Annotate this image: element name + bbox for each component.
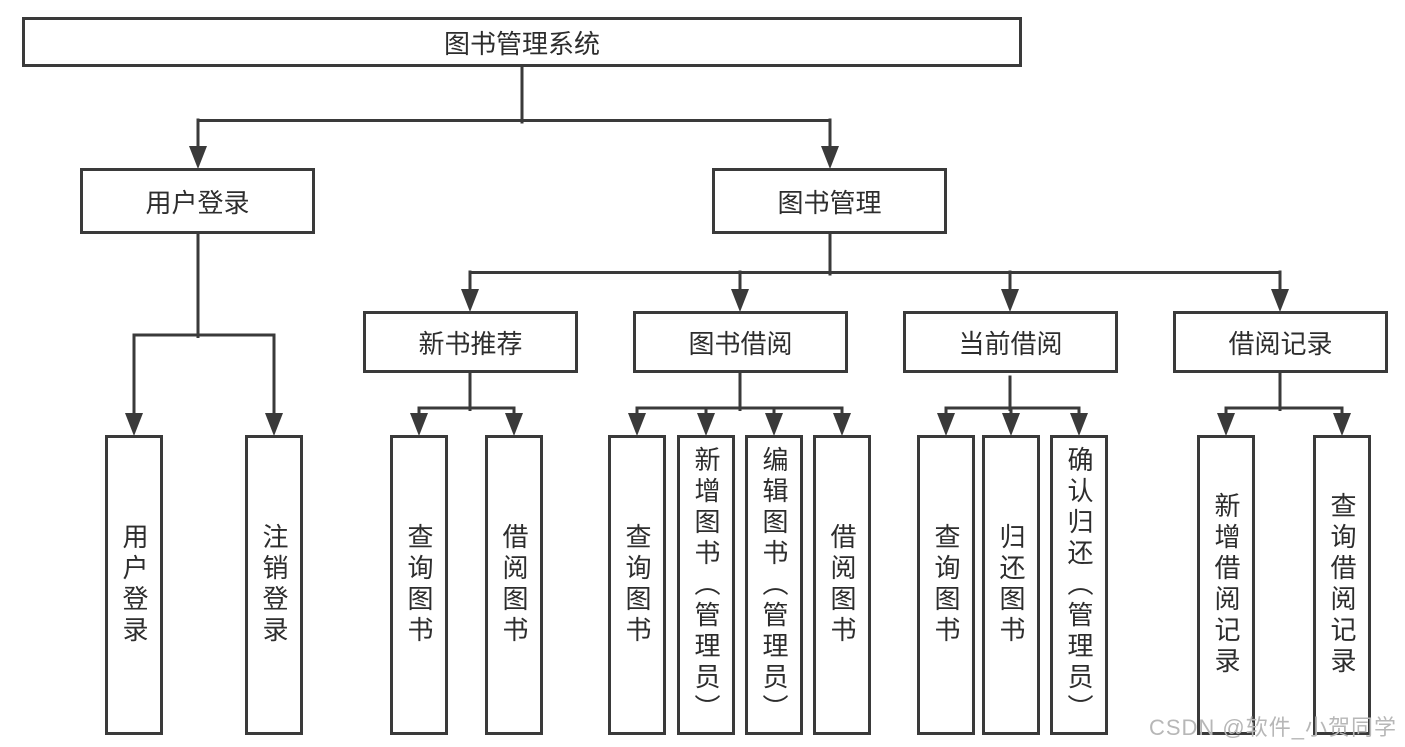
leaf-borrow-edit-admin: 编辑图书（管理员） [745,435,803,735]
node-book-borrow-label: 图书借阅 [688,328,793,359]
leaf-newbooks-query: 查询图书 [390,435,448,735]
leaf-records-query-label: 查询借阅记录 [1327,492,1357,678]
node-new-books-label: 新书推荐 [418,328,523,359]
node-root: 图书管理系统 [22,17,1022,67]
leaf-borrow-borrow: 借阅图书 [813,435,871,735]
leaf-current-return: 归还图书 [982,435,1040,735]
leaf-newbooks-borrow-label: 借阅图书 [499,523,529,647]
node-book-management: 图书管理 [712,168,947,234]
node-user-login-label: 用户登录 [145,187,250,218]
leaf-records-query: 查询借阅记录 [1313,435,1371,735]
leaf-records-add-label: 新增借阅记录 [1211,492,1241,678]
node-user-login: 用户登录 [80,168,315,234]
leaf-user-login-label: 用户登录 [119,523,149,647]
leaf-current-confirm-admin-label: 确认归还（管理员） [1064,445,1094,725]
leaf-borrow-add-admin-label: 新增图书（管理员） [691,445,721,725]
leaf-current-query: 查询图书 [917,435,975,735]
node-borrow-records: 借阅记录 [1173,311,1388,373]
leaf-current-query-label: 查询图书 [931,523,961,647]
node-current-borrow: 当前借阅 [903,311,1118,373]
node-borrow-records-label: 借阅记录 [1228,328,1333,359]
node-new-books: 新书推荐 [363,311,578,373]
leaf-current-return-label: 归还图书 [996,523,1026,647]
node-current-borrow-label: 当前借阅 [958,328,1063,359]
leaf-records-add: 新增借阅记录 [1197,435,1255,735]
node-root-label: 图书管理系统 [443,28,600,59]
leaf-borrow-query: 查询图书 [608,435,666,735]
leaf-borrow-query-label: 查询图书 [622,523,652,647]
leaf-borrow-edit-admin-label: 编辑图书（管理员） [759,445,789,725]
leaf-newbooks-query-label: 查询图书 [404,523,434,647]
leaf-user-login: 用户登录 [105,435,163,735]
leaf-borrow-add-admin: 新增图书（管理员） [677,435,735,735]
leaf-borrow-borrow-label: 借阅图书 [827,523,857,647]
leaf-newbooks-borrow: 借阅图书 [485,435,543,735]
leaf-logout-label: 注销登录 [259,523,289,647]
node-book-borrow: 图书借阅 [633,311,848,373]
leaf-current-confirm-admin: 确认归还（管理员） [1050,435,1108,735]
csdn-watermark: CSDN @软件_小贺同学 [1148,715,1397,740]
node-book-management-label: 图书管理 [777,187,882,218]
leaf-logout: 注销登录 [245,435,303,735]
